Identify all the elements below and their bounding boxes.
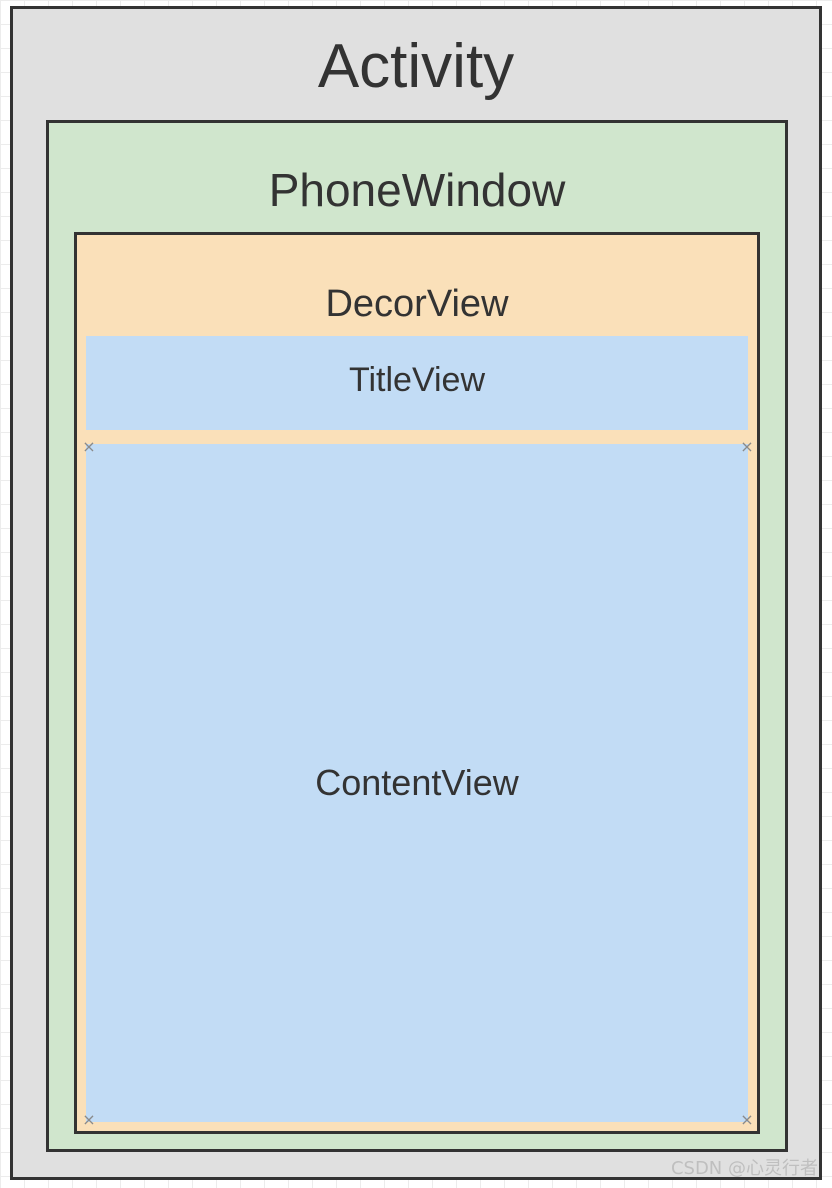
decor-view-label: DecorView [325, 283, 509, 325]
resize-handle-bottom-right-icon[interactable]: × [740, 1110, 754, 1129]
title-view-label: TitleView [348, 361, 486, 399]
resize-handle-top-left-icon[interactable]: × [82, 437, 96, 456]
activity-label: Activity [317, 32, 515, 101]
title-view-box: TitleView [86, 336, 748, 430]
resize-handle-top-right-icon[interactable]: × [740, 437, 754, 456]
content-view-box: ContentView [86, 444, 748, 1122]
resize-handle-bottom-left-icon[interactable]: × [82, 1110, 96, 1129]
phone-window-label: PhoneWindow [268, 164, 566, 216]
watermark: CSDN @心灵行者 [670, 1158, 818, 1179]
content-view-label: ContentView [315, 762, 519, 803]
